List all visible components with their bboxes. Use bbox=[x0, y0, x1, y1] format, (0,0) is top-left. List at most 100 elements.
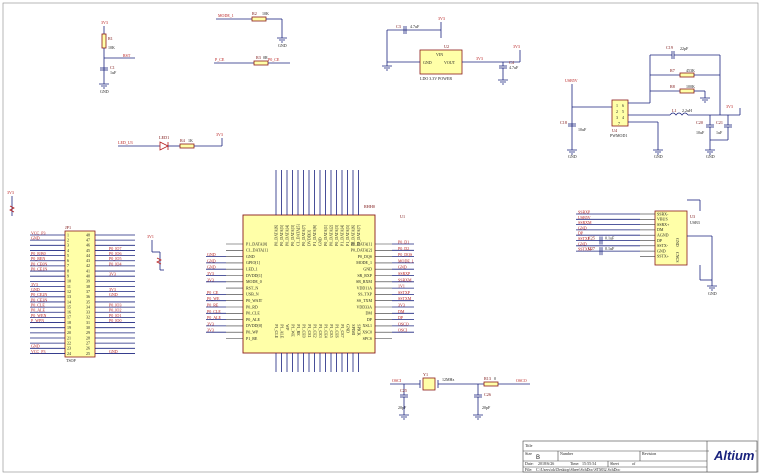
power-input-net: USB5V bbox=[565, 78, 578, 83]
tsop-connector[interactable] bbox=[64, 230, 96, 358]
ground-icon bbox=[705, 149, 715, 155]
mcu-pin-name: SPICK bbox=[357, 324, 362, 335]
connector-block: 3V3 JP1 TSOP 1VCC_P32GND345P0_R/B06P0_RE… bbox=[7, 190, 164, 363]
date-label: Date: bbox=[525, 461, 534, 466]
mcu-pin-name: C1_DATA[1] bbox=[246, 248, 268, 253]
pin-number: 32 bbox=[86, 315, 90, 320]
power-chip-name: PWMOD1 bbox=[610, 133, 627, 138]
power-c19-value: 22pF bbox=[680, 46, 689, 51]
number-label: Number bbox=[560, 451, 574, 456]
net-label: VCC_P3 bbox=[31, 349, 45, 354]
mcu-pin-name: P0_ALE bbox=[246, 317, 261, 322]
net-label: GND bbox=[398, 265, 407, 270]
mcu-pin-name: P1_WE bbox=[291, 324, 296, 337]
net-label: P0_ALE bbox=[31, 308, 46, 313]
pin-number: 43 bbox=[86, 258, 90, 263]
power-chip-ref: U4 bbox=[612, 128, 618, 133]
crystal-block: OSCI C25 20pF Y1 12MHz R13 0 OSCO C26 20… bbox=[390, 372, 530, 420]
svg-text:5: 5 bbox=[622, 109, 624, 114]
pin-number: 1 bbox=[67, 232, 69, 237]
mcu-pin-name: DVDD[3] bbox=[306, 229, 311, 246]
mcu-chip[interactable] bbox=[242, 214, 376, 354]
ground-icon bbox=[382, 65, 392, 71]
pin-number: 36 bbox=[86, 294, 90, 299]
net-label: GND bbox=[578, 241, 587, 246]
mcu-pin-name: C1_DATA[5] bbox=[295, 224, 300, 246]
power-inductor[interactable] bbox=[669, 112, 689, 116]
pin-number: 22 bbox=[67, 340, 71, 345]
power-r8-ref: R8 bbox=[670, 84, 675, 89]
mcu-pin-name: P0_CLE bbox=[246, 311, 260, 316]
net-label: P0_CE1N bbox=[31, 266, 47, 271]
file-label: File: bbox=[525, 467, 532, 472]
ce-resistor-ref: R3 bbox=[256, 55, 261, 60]
connector-ref: JP1 bbox=[65, 225, 71, 230]
power-r7-value: 453K bbox=[686, 68, 695, 73]
net-label: GND bbox=[31, 287, 40, 292]
pin-number: 34 bbox=[86, 304, 90, 309]
crystal-cap-a-ref: C25 bbox=[400, 388, 407, 393]
crystal-cap-b-ref: C26 bbox=[484, 392, 491, 397]
ce-resistor-value: 0R bbox=[263, 55, 268, 60]
ce-resistor[interactable] bbox=[253, 60, 269, 66]
svg-text:GND: GND bbox=[278, 43, 287, 48]
mcu-pin-name: GND bbox=[363, 267, 372, 272]
power-resistor-r8[interactable] bbox=[679, 88, 695, 94]
pin-number: 6 bbox=[67, 258, 69, 263]
crystal-ref: Y1 bbox=[423, 372, 428, 377]
net-label: 3V3 bbox=[31, 282, 38, 287]
ground-icon bbox=[653, 149, 663, 155]
reset-resistor[interactable] bbox=[101, 33, 107, 49]
crystal-resistor[interactable] bbox=[483, 381, 499, 387]
pin-number: 27 bbox=[86, 340, 90, 345]
net-label: P0_WE bbox=[207, 296, 220, 301]
net-label: 3V3 bbox=[109, 272, 116, 277]
svg-text:1: 1 bbox=[616, 103, 618, 108]
crystal-oscillator[interactable] bbox=[422, 377, 436, 391]
pin-number: 46 bbox=[86, 243, 90, 248]
mcu-pin-name: LED_1 bbox=[246, 267, 258, 272]
mode-block: MODE_1 R2 10K GND bbox=[216, 11, 287, 48]
usb-chip-ref: U3 bbox=[690, 214, 695, 219]
led-block: LED_U3 LED1 R4 1K 3V3 bbox=[118, 132, 223, 151]
ground-icon bbox=[277, 37, 287, 43]
mode-resistor-value: 10K bbox=[262, 11, 269, 16]
mcu-pin-name: VDD33A bbox=[356, 304, 372, 309]
mcu-pin-name: P0_WAIT bbox=[246, 298, 263, 303]
mode-resistor[interactable] bbox=[251, 16, 267, 22]
net-label: 1V1 bbox=[398, 284, 405, 289]
led-resistor[interactable] bbox=[179, 143, 195, 149]
mcu-pin-name: VDD11A bbox=[357, 285, 373, 290]
usb-pin-name: DP bbox=[657, 238, 663, 243]
net-label: GND bbox=[207, 265, 216, 270]
net-label: GND bbox=[31, 344, 40, 349]
ldo-vin-label: 3V3 bbox=[438, 16, 445, 21]
sheet-value: of bbox=[632, 461, 636, 466]
net-label: P0_IO5 bbox=[109, 256, 121, 261]
mcu-pin-name: P1_CE1 bbox=[307, 324, 312, 337]
usb-pin-name: AGND bbox=[657, 233, 669, 238]
net-label: SSTXM bbox=[398, 296, 412, 301]
net-label: P0_IO1 bbox=[109, 313, 121, 318]
led-diode-icon[interactable] bbox=[159, 141, 169, 151]
svg-text:GND: GND bbox=[568, 154, 577, 159]
power-module-chip[interactable] bbox=[611, 99, 629, 127]
connector-vcc-left: 3V3 bbox=[7, 190, 14, 195]
pin-number: 18 bbox=[67, 320, 71, 325]
mcu-pin-name: MODE_1 bbox=[356, 260, 372, 265]
pin-number: 26 bbox=[86, 346, 90, 351]
power-resistor-r7[interactable] bbox=[679, 72, 695, 78]
net-label: GND bbox=[578, 225, 587, 230]
svg-text:3V3: 3V3 bbox=[513, 44, 520, 49]
ground-icon bbox=[707, 285, 717, 291]
time-label: Time: bbox=[570, 461, 579, 466]
mcu-pin-name: SPCS bbox=[363, 336, 372, 341]
ldo-cap-in-ref: C3 bbox=[396, 24, 401, 29]
usb3-connector[interactable] bbox=[654, 210, 688, 266]
usb-pin-name: VBUS bbox=[657, 217, 668, 222]
ground-icon bbox=[473, 414, 483, 420]
net-label: DM bbox=[398, 309, 405, 314]
pin-number: 35 bbox=[86, 299, 90, 304]
